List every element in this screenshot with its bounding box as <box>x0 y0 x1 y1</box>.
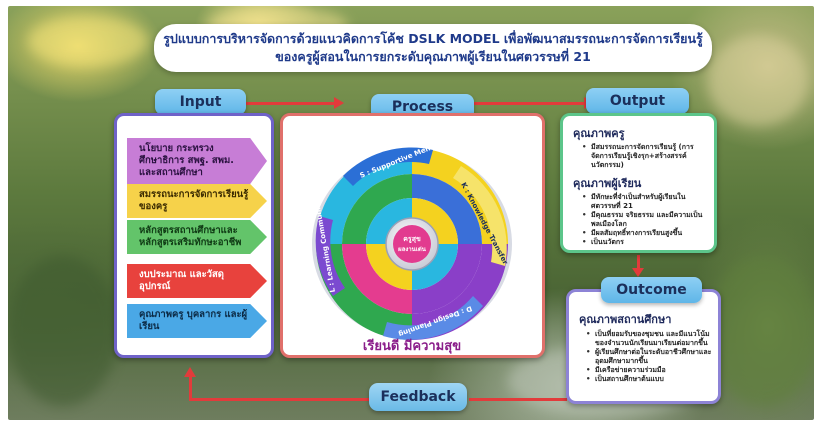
arrow-output-to-outcome <box>637 255 640 269</box>
segment-l-band <box>315 216 345 296</box>
output-label: Output <box>586 88 689 114</box>
title-line-2: ของครูผู้สอนในการยกระดับคุณภาพผู้เรียนใน… <box>275 49 591 64</box>
list-item: มีผลสัมฤทธิ์ทางการเรียนสูงขึ้น <box>581 229 708 238</box>
segment-k-band <box>453 166 507 266</box>
arrow-head <box>184 367 196 377</box>
output-student-title: คุณภาพผู้เรียน <box>573 177 642 190</box>
outcome-list: เป็นที่ยอมรับของชุมชน และมีแนวโน้มของจำน… <box>585 330 712 384</box>
list-item: เป็นที่ยอมรับของชุมชน และมีแนวโน้มของจำน… <box>585 330 712 348</box>
arrow-head <box>632 268 644 277</box>
input-item-quality: คุณภาพครู บุคลากร และผู้เรียน <box>127 304 267 338</box>
list-item: มีคุณธรรม จริยธรรม และมีความเป็นพลเมืองโ… <box>581 211 708 229</box>
output-panel: คุณภาพครู มีสมรรถนะการจัดการเรียนรู้ (กา… <box>560 113 717 253</box>
arrow-feedback-to-input <box>190 398 369 401</box>
list-item: ผู้เรียนศึกษาต่อในระดับอาชีวศึกษาและอุดม… <box>585 348 712 366</box>
process-caption: เรียนดี มีความสุข <box>363 338 461 354</box>
input-item-curriculum: หลักสูตรสถานศึกษาและหลักสูตรเสริมทักษะอา… <box>127 220 267 254</box>
list-item: มีทักษะที่จำเป็นสำหรับผู้เรียนในศตวรรษที… <box>581 193 708 211</box>
feedback-label: Feedback <box>369 383 467 411</box>
background-blob <box>708 36 808 126</box>
segment-s-band <box>343 147 433 186</box>
center-text-2: ผลงานเด่น <box>398 246 427 253</box>
background-blob <box>8 256 118 406</box>
title-line-1: รูปแบบการบริหารจัดการด้วยแนวคิดการโค้ช D… <box>163 31 703 46</box>
output-student-list: มีทักษะที่จำเป็นสำหรับผู้เรียนในศตวรรษที… <box>581 193 708 247</box>
dslk-model-wheel: ครูสุข ผลงานเด่น S : Supportive Mentorin… <box>312 135 512 354</box>
list-item: เป็นนวัตกร <box>581 238 708 247</box>
arrow-feedback-up <box>189 376 192 401</box>
input-item-budget: งบประมาณ และวัสดุอุปกรณ์ <box>127 264 267 298</box>
input-item-policy: นโยบาย กระทรวงศึกษาธิการ สพฐ. สพม. และสถ… <box>127 138 267 184</box>
segment-d-band <box>383 296 483 340</box>
output-teacher-list: มีสมรรถนะการจัดการเรียนรู้ (การจัดการเรี… <box>581 143 708 170</box>
list-item: มีสมรรถนะการจัดการเรียนรู้ (การจัดการเรี… <box>581 143 708 170</box>
list-item: เป็นสถานศึกษาต้นแบบ <box>585 375 712 384</box>
arrow-input-to-process <box>246 102 334 105</box>
output-teacher-title: คุณภาพครู <box>573 127 625 140</box>
process-panel: ครูสุข ผลงานเด่น S : Supportive Mentorin… <box>280 113 545 358</box>
input-label: Input <box>155 89 246 115</box>
outcome-panel: คุณภาพสถานศึกษา เป็นที่ยอมรับของชุมชน แล… <box>566 289 721 404</box>
diagram-title: รูปแบบการบริหารจัดการด้วยแนวคิดการโค้ช D… <box>154 24 712 72</box>
outcome-label: Outcome <box>601 277 702 303</box>
background-blob <box>708 256 814 406</box>
arrow-process-to-output <box>474 102 584 105</box>
list-item: มีเครือข่ายความร่วมมือ <box>585 366 712 375</box>
input-item-competency: สมรรถนะการจัดการเรียนรู้ของครู <box>127 184 267 218</box>
outcome-title: คุณภาพสถานศึกษา <box>579 313 672 326</box>
input-panel: นโยบาย กระทรวงศึกษาธิการ สพฐ. สพม. และสถ… <box>114 113 274 358</box>
center-core <box>393 225 431 263</box>
background-blob <box>28 16 148 66</box>
arrow-head <box>334 97 344 109</box>
arrow-outcome-to-feedback <box>469 398 567 401</box>
center-text-1: ครูสุข <box>403 235 421 244</box>
